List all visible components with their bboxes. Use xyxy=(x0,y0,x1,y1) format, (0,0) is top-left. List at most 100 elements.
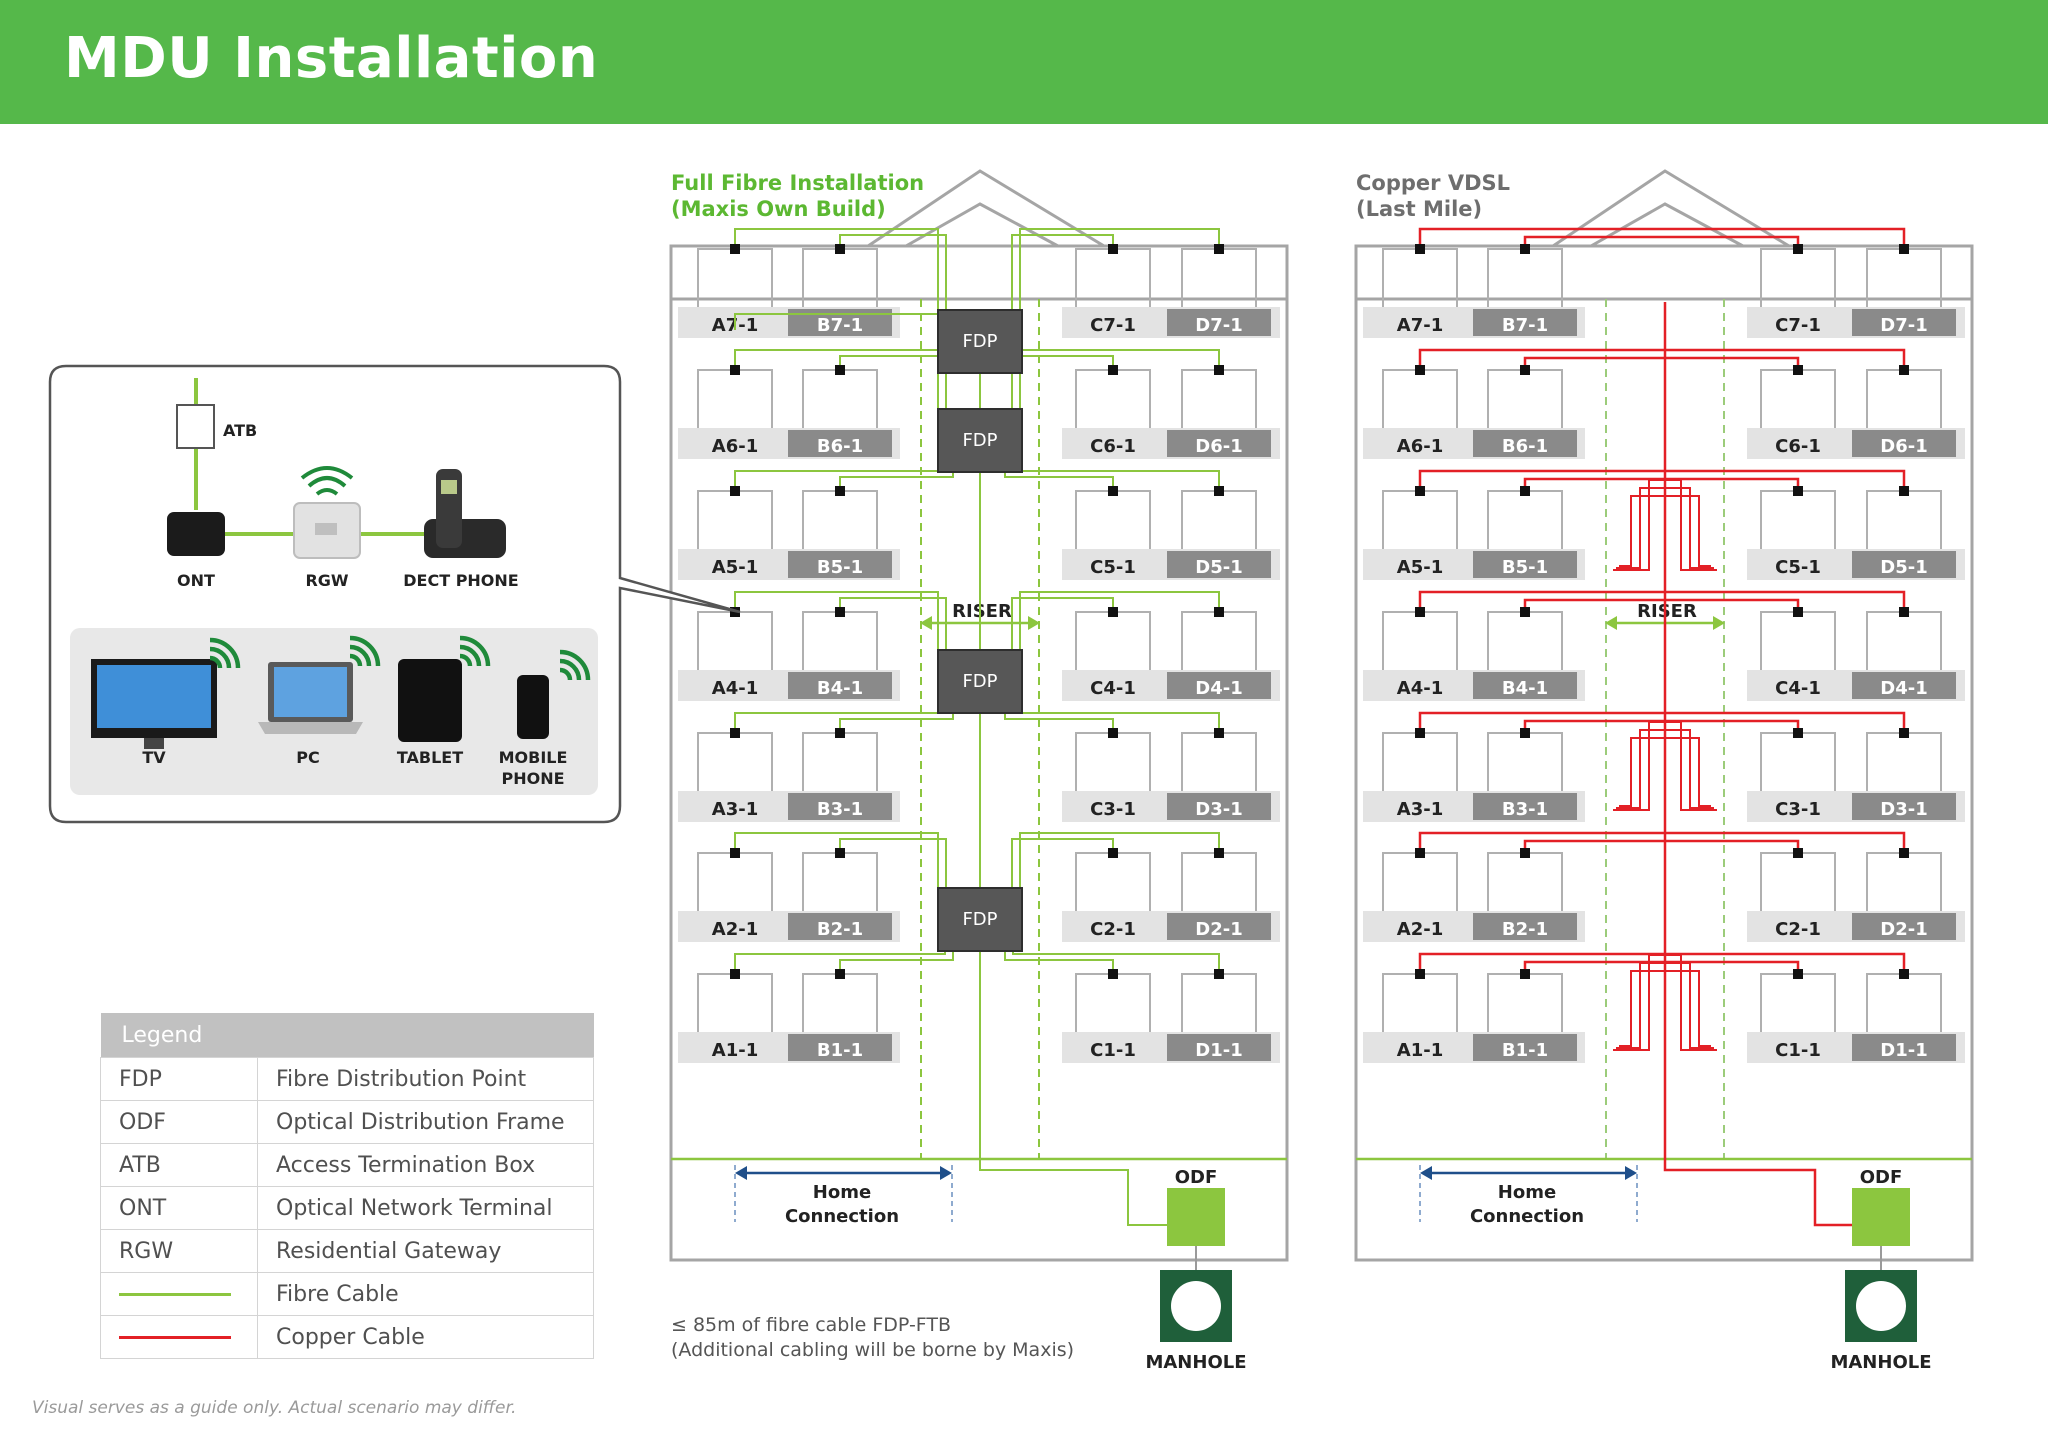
fibre-drop xyxy=(1012,456,1220,486)
unit-port xyxy=(1793,607,1803,617)
rgw-label: RGW xyxy=(305,571,348,590)
unit-label-b4-1: B4-1 xyxy=(1502,678,1548,699)
unit-label-bg xyxy=(1473,793,1577,820)
fibre-drop xyxy=(734,228,939,357)
unit-label-a6-1: A6-1 xyxy=(1397,436,1443,457)
copper-pair xyxy=(1418,590,1906,607)
ont-icon xyxy=(167,512,225,556)
odf-label: ODF xyxy=(1860,1167,1903,1188)
unit-label-b7-1: B7-1 xyxy=(817,315,863,336)
disclaimer: Visual serves as a guide only. Actual sc… xyxy=(32,1398,517,1418)
unit-label-c3-1: C3-1 xyxy=(1090,799,1136,820)
unit-label-bg xyxy=(1852,309,1956,336)
home-connection-arrow-head xyxy=(735,1166,747,1180)
legend-value: Optical Network Terminal xyxy=(257,1186,594,1230)
unit-room xyxy=(1075,369,1151,428)
unit-room xyxy=(1487,369,1563,428)
manhole-cover xyxy=(1856,1281,1906,1331)
copper-riser-bundle xyxy=(1613,954,1717,1051)
building-wall xyxy=(669,244,1289,1262)
unit-label-b1-1: B1-1 xyxy=(1502,1040,1548,1061)
legend-row-copper: Copper Cable xyxy=(100,1315,594,1359)
dect-label: DECT PHONE xyxy=(403,571,518,590)
unit-label-bg xyxy=(1473,430,1577,457)
legend-key: ODF xyxy=(100,1100,258,1144)
legend-header: Legend xyxy=(100,1013,594,1058)
unit-label-b7-1: B7-1 xyxy=(1502,315,1548,336)
unit-label-a1-1: A1-1 xyxy=(712,1040,758,1061)
unit-label-bg xyxy=(788,430,892,457)
unit-port xyxy=(1899,728,1909,738)
fibre-drop xyxy=(1011,234,1114,361)
unit-port xyxy=(1793,728,1803,738)
unit-label-c7-1: C7-1 xyxy=(1775,315,1821,336)
unit-port xyxy=(1108,486,1118,496)
atb-label: ATB xyxy=(223,421,257,440)
pc-label: PC xyxy=(296,748,319,767)
unit-room xyxy=(1760,369,1836,428)
unit-label-bg xyxy=(1852,551,1956,578)
legend-key: ONT xyxy=(100,1186,258,1230)
riser-arrow-head xyxy=(920,616,932,630)
unit-room xyxy=(1075,732,1151,791)
riser-arrow-head xyxy=(1713,616,1725,630)
unit-port xyxy=(1520,607,1530,617)
unit-label-c5-1: C5-1 xyxy=(1090,557,1136,578)
unit-label-bg xyxy=(1852,1034,1956,1061)
building-title-1: Copper VDSL xyxy=(1356,171,1510,195)
unit-label-a5-1: A5-1 xyxy=(1397,557,1443,578)
unit-label-a4-1: A4-1 xyxy=(1397,678,1443,699)
unit-label-c4-1: C4-1 xyxy=(1775,678,1821,699)
unit-port xyxy=(1415,365,1425,375)
manhole-label: MANHOLE xyxy=(1145,1352,1246,1373)
unit-room xyxy=(1866,852,1942,911)
legend-key: FDP xyxy=(100,1057,258,1101)
unit-port xyxy=(1108,969,1118,979)
page-title: MDU Installation xyxy=(64,26,599,91)
unit-label-bg xyxy=(1167,551,1271,578)
unit-label-a1-1: A1-1 xyxy=(1397,1040,1443,1061)
unit-port xyxy=(1108,728,1118,738)
unit-label-b5-1: B5-1 xyxy=(817,557,863,578)
unit-label-a3-1: A3-1 xyxy=(712,799,758,820)
fibre-drop xyxy=(1019,349,1220,456)
wifi-icon xyxy=(559,658,582,681)
unit-label-bg xyxy=(1473,672,1577,699)
copper-riser-bundle xyxy=(1613,721,1717,811)
copper-pair xyxy=(1418,711,1906,728)
home-connection-label-2: Connection xyxy=(785,1206,899,1227)
mobile-label-2: PHONE xyxy=(501,769,564,788)
unit-label-bg xyxy=(1852,672,1956,699)
unit-port xyxy=(835,365,845,375)
unit-port xyxy=(1520,728,1530,738)
unit-label-c7-1: C7-1 xyxy=(1090,315,1136,336)
unit-port xyxy=(1793,244,1803,254)
unit-room xyxy=(802,732,878,791)
unit-port xyxy=(1415,969,1425,979)
unit-label-b2-1: B2-1 xyxy=(817,919,863,940)
unit-port xyxy=(1415,848,1425,858)
home-connection-label-1: Home xyxy=(813,1182,871,1203)
legend-key: ATB xyxy=(100,1143,258,1187)
unit-room xyxy=(1075,852,1151,911)
unit-room xyxy=(1760,611,1836,670)
mobile-label-1: MOBILE xyxy=(499,748,568,767)
manhole-label: MANHOLE xyxy=(1830,1352,1931,1373)
unit-room xyxy=(1181,611,1257,670)
unit-port xyxy=(730,848,740,858)
unit-room xyxy=(802,490,878,549)
unit-label-b4-1: B4-1 xyxy=(817,678,863,699)
fibre-drop xyxy=(1019,228,1220,357)
unit-room xyxy=(802,852,878,911)
unit-port xyxy=(1415,728,1425,738)
unit-port xyxy=(1520,486,1530,496)
building-title-2: (Maxis Own Build) xyxy=(671,197,886,221)
home-connection-arrow-head xyxy=(1420,1166,1432,1180)
unit-room xyxy=(1487,732,1563,791)
unit-room xyxy=(1487,490,1563,549)
tv-screen xyxy=(97,665,211,728)
odf-box xyxy=(1167,1188,1225,1246)
unit-port xyxy=(730,365,740,375)
unit-room xyxy=(1760,490,1836,549)
